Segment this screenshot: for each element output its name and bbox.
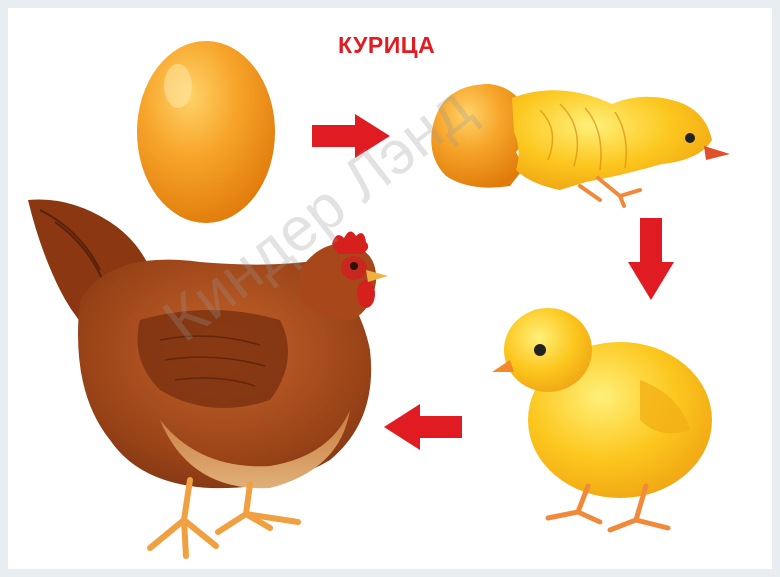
hen-wattle — [357, 280, 375, 308]
egg — [137, 41, 275, 223]
chick-eye — [685, 133, 695, 143]
page-title: КУРИЦА — [338, 32, 435, 59]
chick-stage — [492, 308, 712, 530]
chick-eye — [534, 344, 546, 356]
chick-head — [504, 308, 592, 392]
egg-stage — [137, 41, 275, 223]
hen-eye — [350, 262, 358, 270]
wet-chick — [512, 90, 712, 190]
arrow-right-icon — [312, 114, 390, 158]
hen-beak — [366, 270, 388, 282]
hen-comb — [332, 231, 368, 254]
arrow-left-icon — [384, 404, 462, 450]
hen-stage — [28, 199, 388, 556]
chick-beak — [704, 146, 730, 160]
arrow-down-icon — [628, 218, 674, 300]
hatchling-feet — [580, 178, 640, 206]
hen-legs — [150, 480, 298, 556]
hatching-chick-stage — [431, 84, 730, 206]
